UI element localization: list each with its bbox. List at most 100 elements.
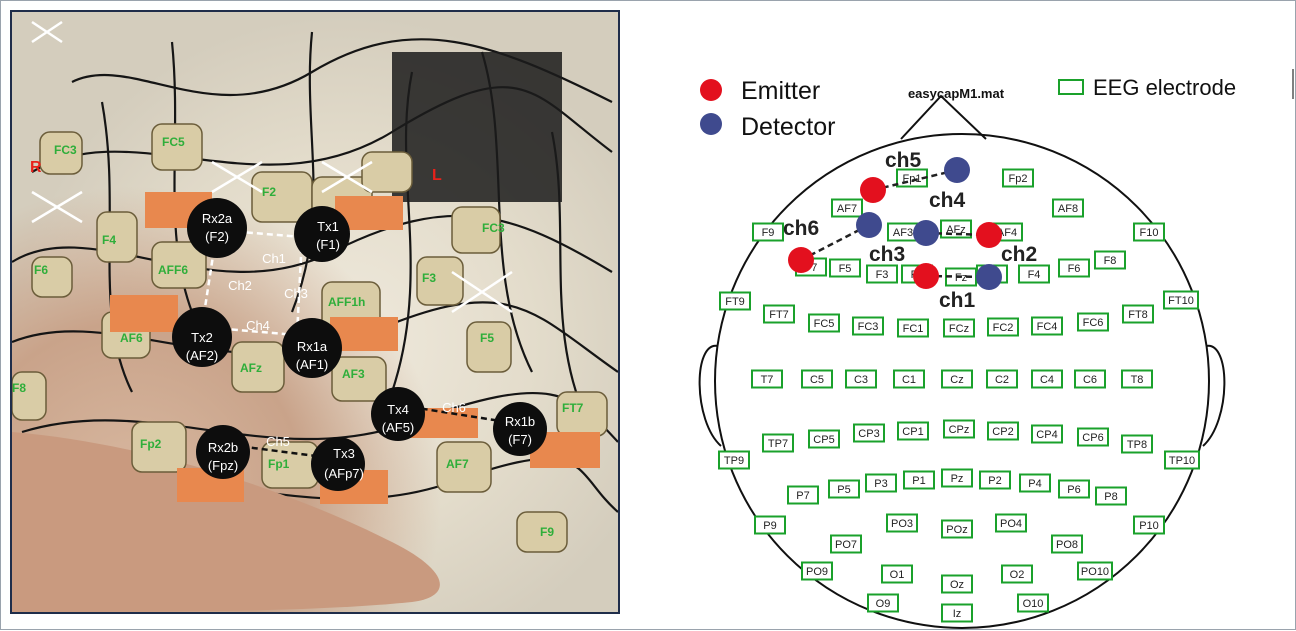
electrode-label: TP7 <box>768 438 788 450</box>
optodes <box>172 198 547 491</box>
optode-position: (AF5) <box>382 420 415 435</box>
electrode-box <box>1077 561 1113 581</box>
hand <box>12 432 440 612</box>
electrode-label: Cz <box>950 374 963 386</box>
optode-name: Tx4 <box>387 402 409 417</box>
electrode-label: F4 <box>1028 269 1041 281</box>
electrode-label: PO10 <box>1081 566 1109 578</box>
electrode-box <box>801 369 833 389</box>
electrode-box <box>852 316 884 336</box>
electrode-label: C5 <box>810 374 824 386</box>
electrode-box <box>754 515 786 535</box>
electrode-box <box>1095 486 1127 506</box>
electrode-label: T7 <box>761 374 774 386</box>
electrode-label: P8 <box>1104 491 1117 503</box>
electrode-label: FC5 <box>814 318 835 330</box>
electrode-label: PO7 <box>835 539 857 551</box>
photo-channel-label: Ch1 <box>262 251 286 266</box>
electrode-box <box>845 369 877 389</box>
photo-electrode-label: FC3 <box>54 143 77 157</box>
electrode-label: Pz <box>951 473 964 485</box>
detector-dot <box>944 157 970 183</box>
electrode-label: AF8 <box>1058 203 1078 215</box>
electrode-box <box>886 513 918 533</box>
head-outline <box>698 94 1226 629</box>
photo-electrode-label: AFF1h <box>328 295 365 309</box>
electrode-label: Fz <box>955 272 967 284</box>
diagram-channel-label: ch5 <box>885 149 922 172</box>
electrode-label: PO8 <box>1056 539 1078 551</box>
electrode-label: FC3 <box>858 321 879 333</box>
electrode-box <box>1074 369 1106 389</box>
electrode-box <box>762 433 794 453</box>
electrode-label: C3 <box>854 374 868 386</box>
optode-labels: Rx2a (F2) Tx1 (F1) Tx2 (AF2) Rx1a (AF1) … <box>186 211 535 481</box>
diagram-channel-label: ch1 <box>939 289 976 312</box>
electrode-box <box>1017 593 1049 613</box>
electrode-box <box>1133 515 1165 535</box>
electrode-box <box>1077 312 1109 332</box>
electrode-label: O9 <box>876 598 891 610</box>
electrode-box <box>893 369 925 389</box>
optode-position: (F7) <box>508 432 532 447</box>
electrode-label: O10 <box>1023 598 1044 610</box>
electrode-box <box>1058 258 1090 278</box>
photo-electrode-label: F8 <box>12 381 26 395</box>
optode-position: (AF2) <box>186 348 219 363</box>
electrode-layout-diagram: easycapM1.mat Emitter Detector EEG elect… <box>698 69 1294 629</box>
legend-electrode-label: EEG electrode <box>1093 75 1236 100</box>
electrode-label: FT8 <box>1128 309 1148 321</box>
photo-electrode-label: FC5 <box>162 135 185 149</box>
electrode-label: P4 <box>1028 478 1041 490</box>
photo-electrode-label: AF7 <box>446 457 469 471</box>
optode-name: Rx1b <box>505 414 535 429</box>
photo-electrode-label: FC3 <box>482 221 505 235</box>
optode-position: (F1) <box>316 237 340 252</box>
photo-channel-label: Ch2 <box>228 278 252 293</box>
electrode-box <box>941 468 973 488</box>
electrode-label: FC4 <box>1037 321 1058 333</box>
detector-dot <box>856 212 882 238</box>
photo-electrode-label: AFF6 <box>158 263 188 277</box>
montage-title: easycapM1.mat <box>908 86 1005 101</box>
electrode-box <box>1122 304 1154 324</box>
electrode-label: FC1 <box>903 323 924 335</box>
photo-electrode-label: F2 <box>262 185 276 199</box>
electrode-box <box>853 423 885 443</box>
electrode-label: F5 <box>839 263 852 275</box>
optode-position: (Fpz) <box>208 458 238 473</box>
electrode-box <box>801 561 833 581</box>
electrode-box <box>1051 534 1083 554</box>
electrode-label: CPz <box>949 424 970 436</box>
electrode-label: FCz <box>949 323 969 335</box>
electrode-box <box>1002 168 1034 188</box>
electrode-box <box>897 421 929 441</box>
electrode-box <box>941 369 973 389</box>
electrode-box <box>865 473 897 493</box>
electrode-box <box>808 429 840 449</box>
electrode-box <box>787 485 819 505</box>
electrode-label: P1 <box>912 475 925 487</box>
electrode-label: TP8 <box>1127 439 1147 451</box>
electrode-label: F6 <box>1068 263 1081 275</box>
optode-name: Tx2 <box>191 330 213 345</box>
photo-channel-label: Ch4 <box>246 318 270 333</box>
electrode-label: O1 <box>890 569 905 581</box>
electrode-box <box>829 258 861 278</box>
photo-channel-label: Ch5 <box>266 434 290 449</box>
detector-swatch <box>700 113 722 135</box>
electrode-swatch <box>1058 79 1084 95</box>
electrode-box <box>1031 316 1063 336</box>
electrode-box <box>987 317 1019 337</box>
electrode-box <box>831 198 863 218</box>
optode-name: Tx3 <box>333 446 355 461</box>
electrode-box <box>1019 473 1051 493</box>
electrode-box <box>828 479 860 499</box>
cable-bundle <box>392 52 562 202</box>
optode-name: Rx1a <box>297 339 328 354</box>
electrode-box <box>1018 264 1050 284</box>
legend: Emitter Detector EEG electrode <box>700 75 1236 141</box>
electrode-label: TP9 <box>724 455 744 467</box>
detector-dot <box>976 264 1002 290</box>
emitter-dot <box>976 222 1002 248</box>
